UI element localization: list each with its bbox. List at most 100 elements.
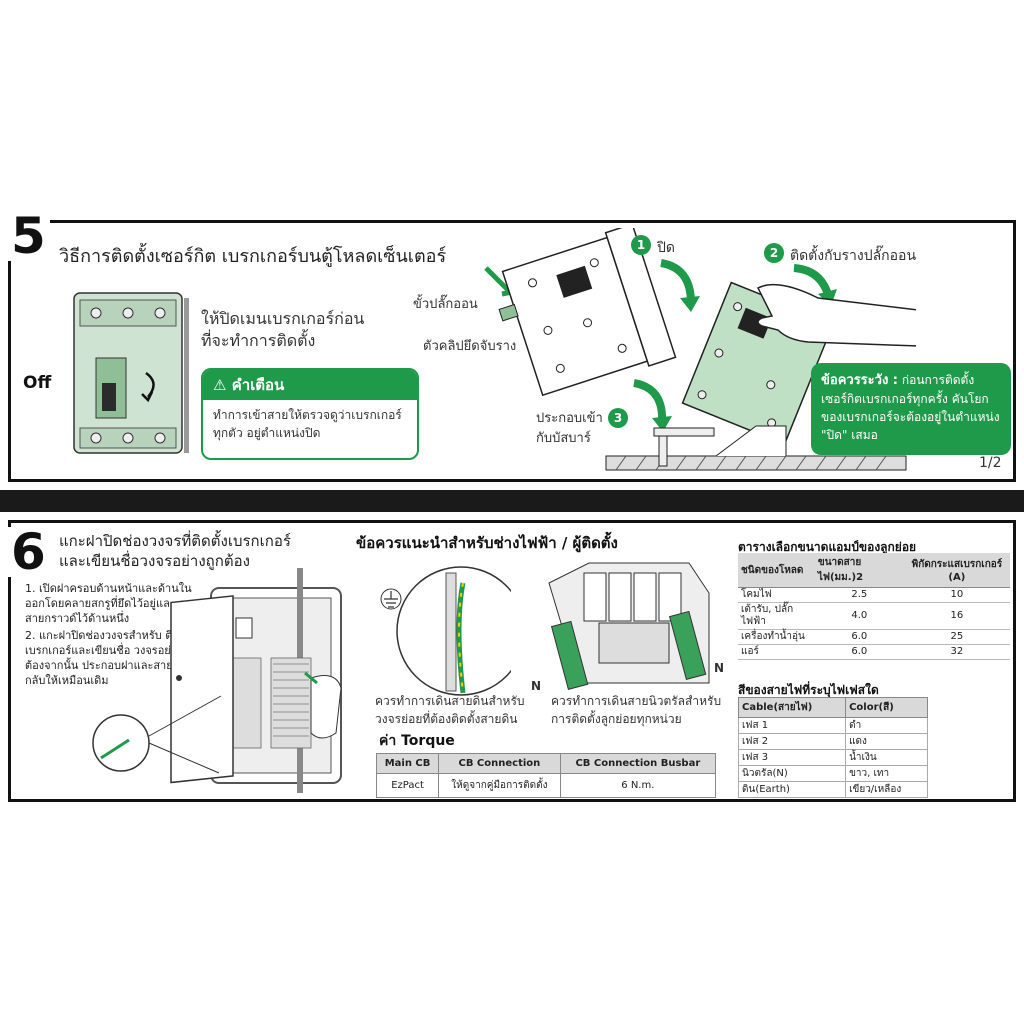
step-item-1: 1. เปิดฝาครอบด้านหน้าและด้านใน ออกโดยคลา… — [25, 582, 200, 625]
wire-cell: 6.0 — [814, 644, 904, 660]
step-2-label: ติดตั้งกับรางปลั๊กออน — [790, 248, 917, 264]
wire-table-title: ตารางเลือกขนาดแอมป์ของลูกย่อย — [738, 540, 917, 554]
caution-title: ข้อควรระวัง : — [821, 373, 899, 388]
caution-line-1: ข้อควรระวัง : ก่อนการติดตั้ง — [821, 371, 1001, 390]
instruction-line-1: ให้ปิดเมนเบรกเกอร์ก่อน — [201, 309, 365, 328]
step-1-label: ปิด — [657, 240, 675, 256]
table-row: โคมไฟ 2.5 10 — [738, 587, 1010, 603]
table-row: แอร์ 6.0 32 — [738, 644, 1010, 660]
step-number-5: 5 — [7, 211, 50, 261]
step-number-6: 6 — [7, 527, 50, 577]
color-cell: เฟส 1 — [737, 717, 847, 734]
cable-color-table: Cable(สายไฟ) Color(สี) เฟส 1 ดำ เฟส 2 แด… — [737, 697, 928, 798]
torque-header-cb-busbar: CB Connection Busbar — [559, 753, 717, 774]
ground-note-line-2: วงจรย่อยที่ต้องติดตั้งสายดิน — [375, 712, 518, 726]
color-header-row: Cable(สายไฟ) Color(สี) — [737, 697, 928, 718]
step-1-badge: 1 — [631, 235, 651, 255]
table-row: นิวตรัล(N) ขาว, เทา — [737, 765, 928, 782]
table-row: เฟส 3 น้ำเงิน — [737, 749, 928, 766]
color-cell: ดำ — [845, 717, 928, 734]
off-label: Off — [23, 373, 52, 393]
mount-label-line-2: กับบัสบาร์ — [536, 431, 591, 446]
wire-header-rating: พิกัดกระแสเบรกเกอร์ (A) — [903, 553, 1010, 588]
color-header-color: Color(สี) — [845, 697, 928, 718]
section-5-panel: 5 วิธีการติดตั้งเซอร์กิต เบรกเกอร์บนตู้โ… — [7, 211, 1016, 482]
caution-line-3: ของเบรกเกอร์จะต้องอยู่ในตำแหน่ง — [821, 410, 1000, 424]
warning-header: ⚠ คำเตือน — [203, 370, 417, 400]
neutral-n-label-left: N — [531, 679, 542, 693]
table-row: เครื่องทำน้ำอุ่น 6.0 25 — [738, 629, 1010, 645]
main-breaker-illustration — [73, 292, 189, 454]
table-row: ดิน(Earth) เขียว/เหลือง — [737, 781, 928, 798]
color-header-cable: Cable(สายไฟ) — [737, 697, 847, 718]
wire-header-load: ชนิดของโหลด — [738, 553, 815, 588]
section-6-title: แกะฝาปิดช่องวงจรที่ติดตั้งเบรกเกอร์ และเ… — [59, 531, 329, 571]
wire-cell: 10 — [903, 587, 1010, 603]
steps-list: 1. เปิดฝาครอบด้านหน้าและด้านใน ออกโดยคลา… — [25, 581, 210, 690]
color-table-title: สีของสายไฟที่ระบุไฟเฟสใด — [738, 683, 879, 697]
neutral-bar-illustration — [548, 562, 710, 691]
wire-header-size: ขนาดสายไฟ(มม.)2 — [814, 553, 904, 588]
caution-line-4: "ปิด" เสมอ — [821, 428, 878, 442]
color-cell: เขียว/เหลือง — [845, 781, 928, 798]
wire-cell: 32 — [903, 644, 1010, 660]
color-cell: แดง — [845, 733, 928, 750]
table-row: เต้ารับ, ปลั๊กไฟฟ้า 4.0 16 — [738, 602, 1010, 630]
neutral-note-line-2: การติดตั้งลูกย่อยทุกหน่วย — [551, 712, 682, 726]
step-3-badge: 3 — [608, 408, 628, 428]
warning-text-line-1: ทำการเข้าสายให้ตรวจดูว่าเบรกเกอร์ — [213, 408, 402, 422]
ground-note-line-1: ควรทำการเดินสายดินสำหรับ — [375, 694, 525, 708]
neutral-note-line-1: ควรทำการเดินสายนิวตรัลสำหรับ — [551, 694, 722, 708]
wire-cell: 6.0 — [814, 629, 904, 645]
instruction-line-2: ที่จะทำการติดตั้ง — [201, 331, 316, 350]
neutral-n-label-right: N — [714, 661, 725, 675]
section-6-title-line-2: และเขียนชื่อวงจรอย่างถูกต้อง — [59, 552, 250, 570]
torque-header-main-cb: Main CB — [375, 753, 440, 774]
caution-line-2: เซอร์กิตเบรกเกอร์ทุกครั้ง คันโยก — [821, 392, 989, 406]
step-item-2: 2. แกะฝาปิดช่องวงจรสำหรับ ติดตั้งเบรกเกอ… — [25, 629, 205, 687]
section-5-title: วิธีการติดตั้งเซอร์กิต เบรกเกอร์บนตู้โหล… — [59, 246, 447, 267]
color-cell: ดิน(Earth) — [737, 781, 847, 798]
color-cell: ขาว, เทา — [845, 765, 928, 782]
wire-cell: เต้ารับ, ปลั๊กไฟฟ้า — [738, 602, 815, 630]
page-indicator: 1/2 — [979, 455, 1002, 471]
caution-box: ข้อควรระวัง : ก่อนการติดตั้ง เซอร์กิตเบร… — [811, 363, 1011, 455]
torque-cell: 6 N.m. — [559, 773, 717, 798]
step-2-badge: 2 — [764, 243, 784, 263]
breaker-install-diagram — [484, 228, 916, 471]
section-6-title-line-1: แกะฝาปิดช่องวงจรที่ติดตั้งเบรกเกอร์ — [59, 532, 291, 550]
wire-cell: 16 — [903, 602, 1010, 630]
torque-title: ค่า Torque — [379, 733, 455, 749]
plug-pin-label: ขั้วปลั๊กออน — [413, 297, 478, 312]
wire-size-table: ชนิดของโหลด ขนาดสายไฟ(มม.)2 พิกัดกระแสเบ… — [738, 553, 1010, 660]
table-row: เฟส 1 ดำ — [737, 717, 928, 734]
warning-title: คำเตือน — [231, 376, 285, 394]
wire-header-row: ชนิดของโหลด ขนาดสายไฟ(มม.)2 พิกัดกระแสเบ… — [738, 553, 1010, 588]
advice-heading: ข้อควรแนะนำสำหรับช่างไฟฟ้า / ผู้ติดตั้ง — [356, 534, 618, 552]
rail-clip-label: ตัวคลิปยึดจับราง — [423, 339, 517, 354]
section-6-panel: 6 แกะฝาปิดช่องวงจรที่ติดตั้งเบรกเกอร์ แล… — [7, 520, 1016, 802]
table-row: เฟส 2 แดง — [737, 733, 928, 750]
torque-cell: EzPact — [375, 773, 440, 798]
color-cell: เฟส 3 — [737, 749, 847, 766]
torque-header-cb-connection: CB Connection — [438, 753, 561, 774]
warning-body: ทำการเข้าสายให้ตรวจดูว่าเบรกเกอร์ ทุกตัว… — [203, 400, 417, 448]
wire-cell: 2.5 — [814, 587, 904, 603]
mount-label-line-1: ประกอบเข้า — [536, 411, 603, 426]
torque-table: Main CB CB Connection CB Connection Busb… — [375, 753, 717, 798]
caution-text-1: ก่อนการติดตั้ง — [901, 373, 975, 387]
warning-box: ⚠ คำเตือน ทำการเข้าสายให้ตรวจดูว่าเบรกเก… — [201, 368, 419, 460]
wire-cell: โคมไฟ — [738, 587, 815, 603]
wire-cell: 25 — [903, 629, 1010, 645]
wire-cell: 4.0 — [814, 602, 904, 630]
wire-cell: แอร์ — [738, 644, 815, 660]
torque-header-row: Main CB CB Connection CB Connection Busb… — [375, 753, 717, 774]
wire-cell: เครื่องทำน้ำอุ่น — [738, 629, 815, 645]
torque-cell: ให้ดูจากคู่มือการติดตั้ง — [438, 773, 561, 798]
table-row: EzPact ให้ดูจากคู่มือการติดตั้ง 6 N.m. — [375, 773, 717, 798]
section-divider — [0, 490, 1024, 512]
warning-icon: ⚠ — [213, 376, 227, 394]
color-cell: น้ำเงิน — [845, 749, 928, 766]
warning-text-line-2: ทุกตัว อยู่ตำแหน่งปิด — [213, 426, 321, 440]
color-cell: เฟส 2 — [737, 733, 847, 750]
